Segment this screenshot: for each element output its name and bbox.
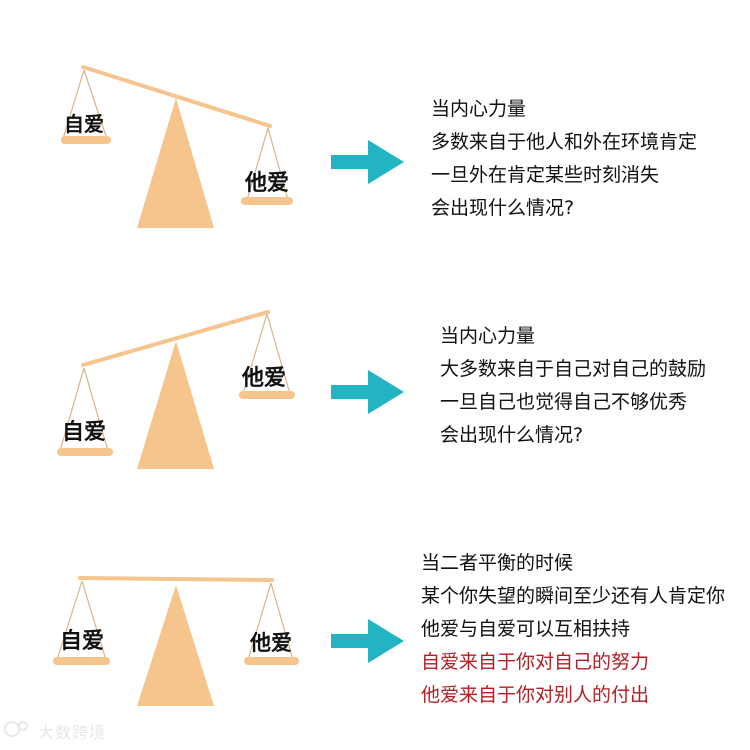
self-love-label: 自爱	[60, 631, 104, 653]
other-love-label: 他爱	[250, 633, 292, 654]
text-line: 他爱与自爱可以互相扶持	[421, 620, 725, 639]
scale-beam	[80, 578, 272, 580]
watermark: 大数跨境	[0, 714, 140, 744]
text-line: 当二者平衡的时候	[421, 554, 725, 573]
right-arrow-icon	[331, 619, 404, 663]
left-pan	[53, 657, 110, 665]
fulcrum	[137, 585, 214, 706]
watermark-text: 大数跨境	[38, 719, 106, 743]
panel-text-3: 当二者平衡的时候 某个你失望的瞬间至少还有人肯定你 他爱与自爱可以互相扶持 自爱…	[421, 554, 725, 719]
brand-logo-icon	[0, 714, 36, 744]
text-line: 某个你失望的瞬间至少还有人肯定你	[421, 587, 725, 606]
emphasis-line: 自爱来自于你对自己的努力	[421, 653, 725, 672]
emphasis-line: 他爱来自于你对别人的付出	[421, 686, 725, 705]
right-pan	[244, 657, 299, 665]
